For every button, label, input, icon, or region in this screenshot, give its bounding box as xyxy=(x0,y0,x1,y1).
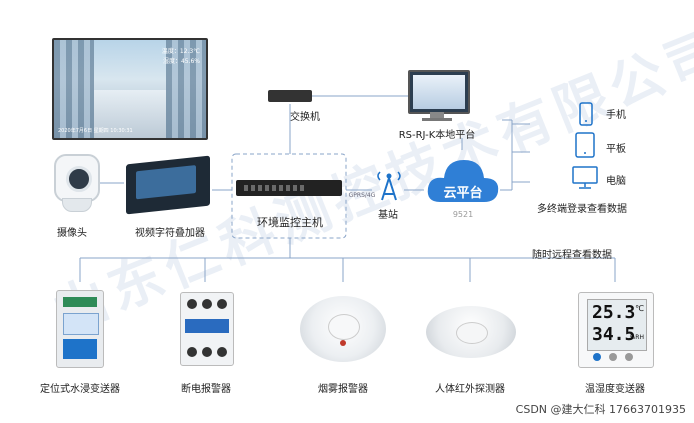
footer-credit: CSDN @建大仁科 17663701935 xyxy=(515,403,686,416)
pc-label: 电脑 xyxy=(606,176,626,187)
switch-label: 交换机 xyxy=(290,112,320,123)
smoke-alarm-label: 烟雾报警器 xyxy=(318,384,368,395)
base-station-label: 基站 xyxy=(378,210,398,221)
cloud-label: 云平台 xyxy=(443,186,483,201)
overlay-temp: 温度：12.3℃ xyxy=(161,48,200,55)
phone-label: 手机 xyxy=(606,110,626,121)
water-sensor-icon xyxy=(56,290,104,368)
gprs-label: GPRS/4G xyxy=(348,192,376,199)
tablet-icon xyxy=(575,132,595,158)
infrared-detector-label: 人体红外探测器 xyxy=(435,384,505,395)
overlay-datetime: 2020年7月6日 星期四 10:30:31 xyxy=(58,128,133,134)
phone-icon xyxy=(579,102,593,126)
camera-label: 摄像头 xyxy=(57,228,87,239)
cloud-sublabel: 9521 xyxy=(452,210,474,219)
base-station-icon xyxy=(377,171,401,201)
power-alarm-label: 断电报警器 xyxy=(181,384,231,395)
monitor-screen: 温度：12.3℃ 湿度：45.6% 2020年7月6日 星期四 10:30:31 xyxy=(52,38,208,140)
local-platform-monitor xyxy=(408,70,470,114)
overlay-device xyxy=(126,155,210,215)
overlay-humi: 湿度：45.6% xyxy=(162,58,200,65)
switch-device xyxy=(268,90,312,102)
camera-stand xyxy=(62,198,92,212)
tablet-label: 平板 xyxy=(606,144,626,155)
monitor-stand xyxy=(430,112,444,118)
host-dashed-box xyxy=(231,153,347,239)
water-sensor-label: 定位式水浸变送器 xyxy=(40,384,120,395)
host-device xyxy=(236,180,342,196)
overlay-label: 视频字符叠加器 xyxy=(135,228,205,239)
local-platform-label: RS-RJ-K本地平台 xyxy=(398,130,476,141)
th-transmitter-icon: 25.3 ℃ 34.5 %RH xyxy=(578,292,654,368)
th-transmitter-label: 温湿度变送器 xyxy=(585,384,645,395)
monitor-base xyxy=(422,118,452,121)
th-temp-unit: ℃ xyxy=(635,304,644,313)
infrared-detector-icon xyxy=(426,306,516,358)
camera-icon xyxy=(54,154,100,202)
remote-view-label: 随时远程查看数据 xyxy=(532,250,612,261)
smoke-alarm-icon xyxy=(300,296,386,362)
th-humi-unit: %RH xyxy=(629,334,644,341)
host-label: 环境监控主机 xyxy=(257,216,323,229)
pc-icon xyxy=(572,166,598,189)
th-humi-value: 34.5 xyxy=(592,324,636,345)
th-temp-value: 25.3 xyxy=(592,302,636,323)
cloud-icon xyxy=(427,160,499,202)
multi-terminal-label: 多终端登录查看数据 xyxy=(537,204,627,215)
power-alarm-icon xyxy=(180,292,234,366)
